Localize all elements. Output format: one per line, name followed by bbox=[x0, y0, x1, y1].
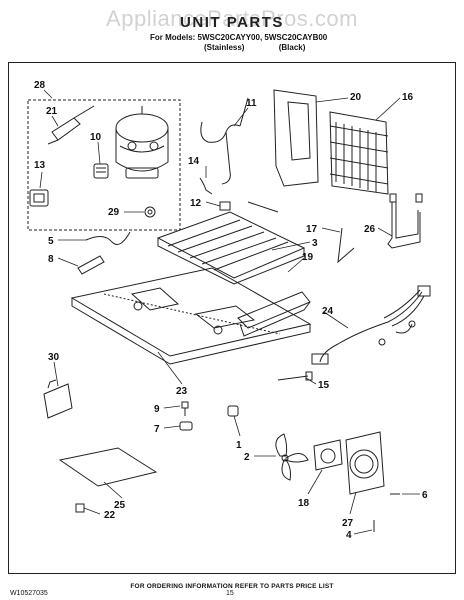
exploded-parts-diagram: 28 21 10 13 29 5 8 11 14 12 20 16 3 19 1… bbox=[27, 80, 431, 541]
callout-28: 28 bbox=[34, 80, 46, 91]
page-number: 15 bbox=[226, 590, 234, 597]
leveling-foot-part bbox=[179, 421, 193, 431]
fan-blade-part bbox=[275, 433, 309, 481]
callout-29: 29 bbox=[108, 207, 120, 218]
wiring-harness-part bbox=[311, 285, 431, 365]
callout-4: 4 bbox=[346, 530, 352, 541]
condenser-tube-part bbox=[200, 97, 249, 185]
compressor-part bbox=[115, 106, 169, 179]
spacer-part bbox=[227, 405, 239, 417]
callout-26: 26 bbox=[364, 224, 376, 235]
callout-2: 2 bbox=[244, 452, 250, 463]
callout-18: 18 bbox=[298, 498, 310, 509]
callout-23: 23 bbox=[176, 386, 188, 397]
callout-25: 25 bbox=[114, 500, 126, 511]
grommet-part bbox=[144, 206, 156, 218]
bracket-part bbox=[337, 227, 355, 264]
watermark: AppliancePartsPros.com bbox=[106, 6, 358, 31]
evaporator-coil-part bbox=[156, 201, 306, 285]
drain-pan-part bbox=[237, 291, 311, 337]
variant-stainless: (Stainless) bbox=[204, 43, 245, 52]
callout-12: 12 bbox=[190, 198, 202, 209]
insulation-sheet-part bbox=[58, 447, 158, 487]
callout-20: 20 bbox=[350, 92, 362, 103]
callout-14: 14 bbox=[188, 156, 200, 167]
condenser-shroud-part bbox=[273, 89, 319, 187]
callout-1: 1 bbox=[236, 440, 242, 451]
fan-motor-part bbox=[313, 439, 343, 471]
variant-black: (Black) bbox=[278, 43, 306, 52]
model-numbers: For Models: 5WSC20CAYY00, 5WSC20CAYB00 bbox=[150, 33, 328, 42]
callout-9: 9 bbox=[154, 404, 160, 415]
retainer-clip-part bbox=[75, 503, 85, 513]
callout-7: 7 bbox=[154, 424, 160, 435]
callout-13: 13 bbox=[34, 160, 46, 171]
callout-17: 17 bbox=[306, 224, 318, 235]
tube-fitting-part bbox=[199, 177, 213, 195]
callout-24: 24 bbox=[322, 306, 334, 317]
diagram-frame bbox=[8, 62, 456, 574]
ordering-note: FOR ORDERING INFORMATION REFER TO PARTS … bbox=[130, 583, 334, 590]
terminal-cover-part bbox=[93, 163, 109, 179]
callout-8: 8 bbox=[48, 254, 54, 265]
page-title: UNIT PARTS bbox=[180, 14, 284, 31]
callout-5: 5 bbox=[48, 236, 54, 247]
model-variants: (Stainless) (Black) bbox=[204, 43, 305, 52]
callout-6: 6 bbox=[422, 490, 428, 501]
callout-30: 30 bbox=[48, 352, 60, 363]
callout-16: 16 bbox=[402, 92, 414, 103]
compressor-group-box bbox=[27, 99, 181, 231]
callout-15: 15 bbox=[318, 380, 330, 391]
tube-sleeve-part bbox=[77, 255, 105, 275]
screw-part bbox=[181, 401, 189, 416]
fan-shroud-part bbox=[345, 431, 385, 495]
callout-27: 27 bbox=[342, 518, 354, 529]
callout-3: 3 bbox=[312, 238, 318, 249]
callout-10: 10 bbox=[90, 132, 102, 143]
condenser-coil-part bbox=[329, 111, 389, 195]
overload-part bbox=[29, 189, 49, 207]
callout-19: 19 bbox=[302, 252, 314, 263]
clip-part bbox=[219, 201, 231, 211]
base-plate-part bbox=[70, 267, 312, 365]
callout-22: 22 bbox=[104, 510, 116, 521]
drain-tube-part bbox=[85, 231, 131, 245]
callout-21: 21 bbox=[46, 106, 58, 117]
relay-part bbox=[47, 105, 95, 145]
callout-labels: 28 21 10 13 29 5 8 11 14 12 20 16 3 19 1… bbox=[34, 80, 428, 541]
callout-leaders bbox=[39, 89, 420, 535]
document-number: W10527035 bbox=[10, 590, 48, 597]
callout-11: 11 bbox=[246, 98, 257, 109]
water-tubing-part bbox=[387, 193, 423, 249]
control-module-part bbox=[43, 379, 73, 419]
